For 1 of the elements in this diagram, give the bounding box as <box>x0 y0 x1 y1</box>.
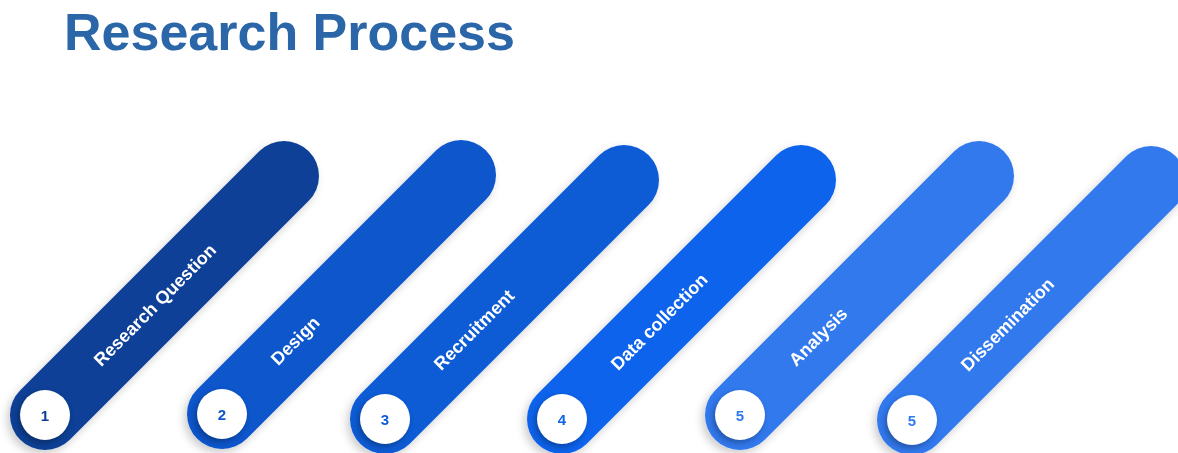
title: Research Process <box>64 2 515 62</box>
